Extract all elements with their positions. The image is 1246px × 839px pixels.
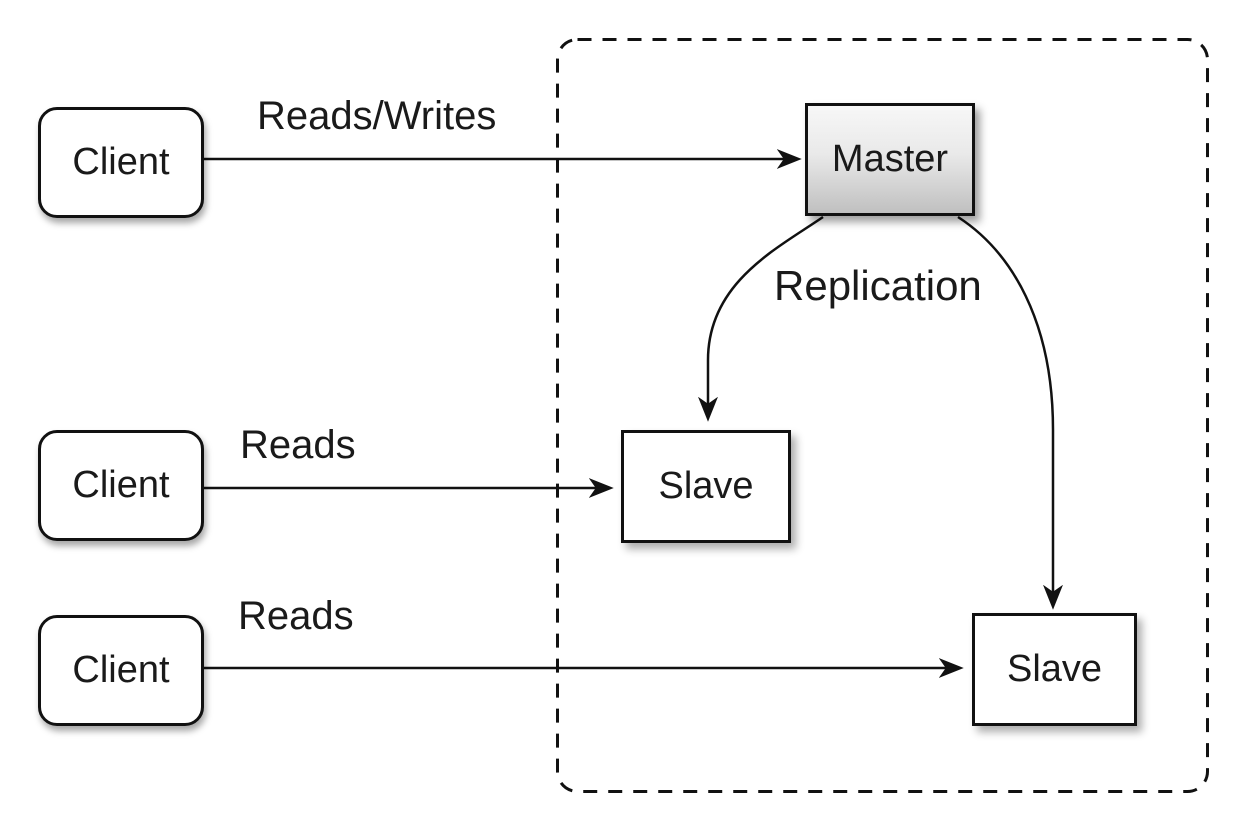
node-client-1: Client	[38, 107, 204, 218]
node-label: Client	[72, 464, 170, 506]
node-label: Slave	[1006, 648, 1103, 690]
edge-label-reads-writes: Reads/Writes	[257, 94, 497, 138]
edge-label-reads-1: Reads	[240, 423, 356, 467]
cluster-boundary	[556, 38, 1209, 793]
node-label: Master	[831, 138, 949, 180]
node-slave-2: Slave	[972, 613, 1137, 726]
node-master: Master	[805, 103, 975, 216]
edge-master-slave2	[957, 215, 1063, 610]
node-client-3: Client	[38, 615, 204, 726]
edge-label-reads-2: Reads	[238, 594, 354, 638]
node-label: Client	[72, 141, 170, 183]
edge-master-slave1	[698, 215, 824, 422]
node-label: Slave	[658, 465, 754, 507]
node-slave-1: Slave	[621, 430, 791, 543]
node-client-2: Client	[38, 430, 204, 541]
node-label: Client	[72, 649, 170, 691]
edge-label-replication: Replication	[774, 262, 982, 309]
